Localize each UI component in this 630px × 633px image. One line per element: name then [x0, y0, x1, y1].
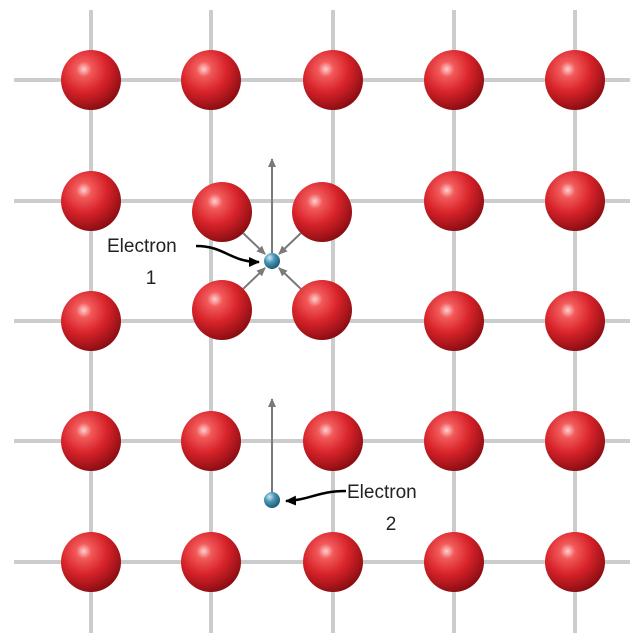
ion [545, 171, 605, 231]
attraction-arrow-upper-right [279, 233, 301, 254]
attraction-arrow-lower-left [243, 268, 265, 289]
ion [545, 50, 605, 110]
electron-1-label-line1: Electron [107, 236, 177, 257]
electron-1-group [243, 159, 301, 289]
attraction-arrow-upper-left [243, 233, 265, 254]
ion [61, 171, 121, 231]
ion [303, 532, 363, 592]
ion [545, 532, 605, 592]
ion [424, 532, 484, 592]
ion [181, 50, 241, 110]
electron-2-label-line2: 2 [386, 514, 397, 535]
electron-1-label-line2: 1 [146, 268, 157, 289]
electron-2-label-line1: Electron [347, 482, 417, 503]
ion [181, 532, 241, 592]
ion [545, 411, 605, 471]
ion [181, 411, 241, 471]
electron-2-pointer [286, 491, 346, 501]
electron-2 [264, 492, 280, 508]
ion [61, 50, 121, 110]
ion [61, 532, 121, 592]
ion [424, 411, 484, 471]
ion [424, 171, 484, 231]
ion [545, 291, 605, 351]
ion [303, 50, 363, 110]
electron-1-pointer [196, 246, 259, 262]
electron-1 [264, 253, 280, 269]
electron-2-group [264, 399, 280, 508]
ion [61, 291, 121, 351]
ion [424, 291, 484, 351]
attraction-arrow-lower-right [279, 268, 301, 289]
ion [424, 50, 484, 110]
ion [303, 411, 363, 471]
ion [61, 411, 121, 471]
